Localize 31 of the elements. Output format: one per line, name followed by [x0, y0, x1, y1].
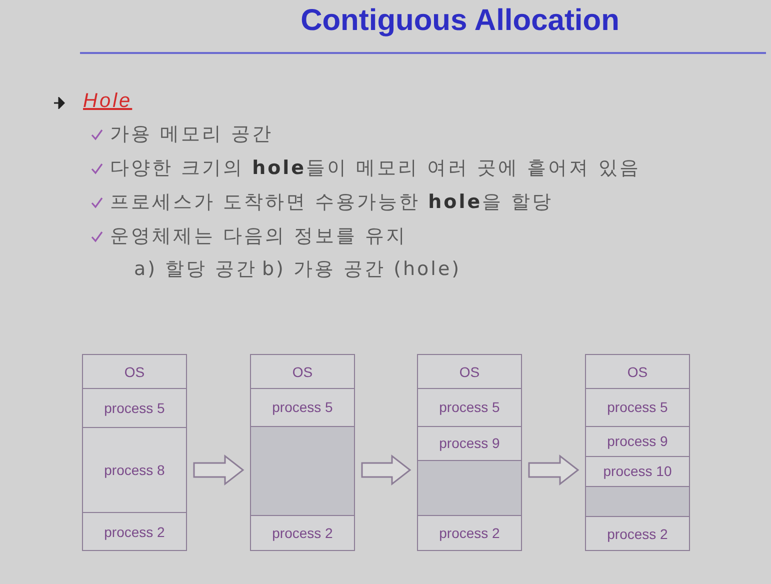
bullet-text: 운영체제는 다음의 정보를 유지 — [110, 224, 408, 249]
memory-cell: process 2 — [251, 514, 354, 550]
memory-cell: process 9 — [586, 426, 689, 456]
hole-block — [586, 486, 689, 516]
memory-cell: OS — [251, 355, 354, 389]
memory-cell: process 8 — [83, 426, 186, 512]
block-arrow — [193, 454, 244, 486]
list-item: a) 할당 공간 — [134, 257, 258, 282]
memory-cell: OS — [586, 355, 689, 389]
memory-column — [417, 354, 522, 551]
memory-cell: process 5 — [586, 388, 689, 426]
memory-cell: process 2 — [83, 512, 186, 550]
memory-cell: OS — [83, 355, 186, 389]
memory-cell: process 5 — [418, 388, 521, 426]
memory-cell: process 2 — [418, 514, 521, 550]
bullet-text: 다양한 크기의 hole들이 메모리 여러 곳에 흩어져 있음 — [110, 156, 640, 181]
hole-block — [418, 460, 521, 514]
bullet-text: 가용 메모리 공간 — [110, 122, 274, 147]
memory-cell: OS — [418, 355, 521, 389]
memory-cell: process 2 — [586, 516, 689, 550]
hole-block — [251, 426, 354, 514]
memory-column — [82, 354, 187, 551]
block-arrow — [361, 454, 412, 486]
memory-column — [585, 354, 690, 551]
memory-cell: process 5 — [83, 388, 186, 426]
slide-title: Contiguous Allocation — [300, 4, 620, 38]
list-item: b) 가용 공간 (hole) — [262, 257, 462, 282]
block-arrow — [528, 454, 580, 486]
memory-column — [250, 354, 355, 551]
bullet-text: 프로세스가 도착하면 수용가능한 hole을 할당 — [110, 190, 554, 215]
bullet-heading: Hole — [83, 90, 132, 113]
